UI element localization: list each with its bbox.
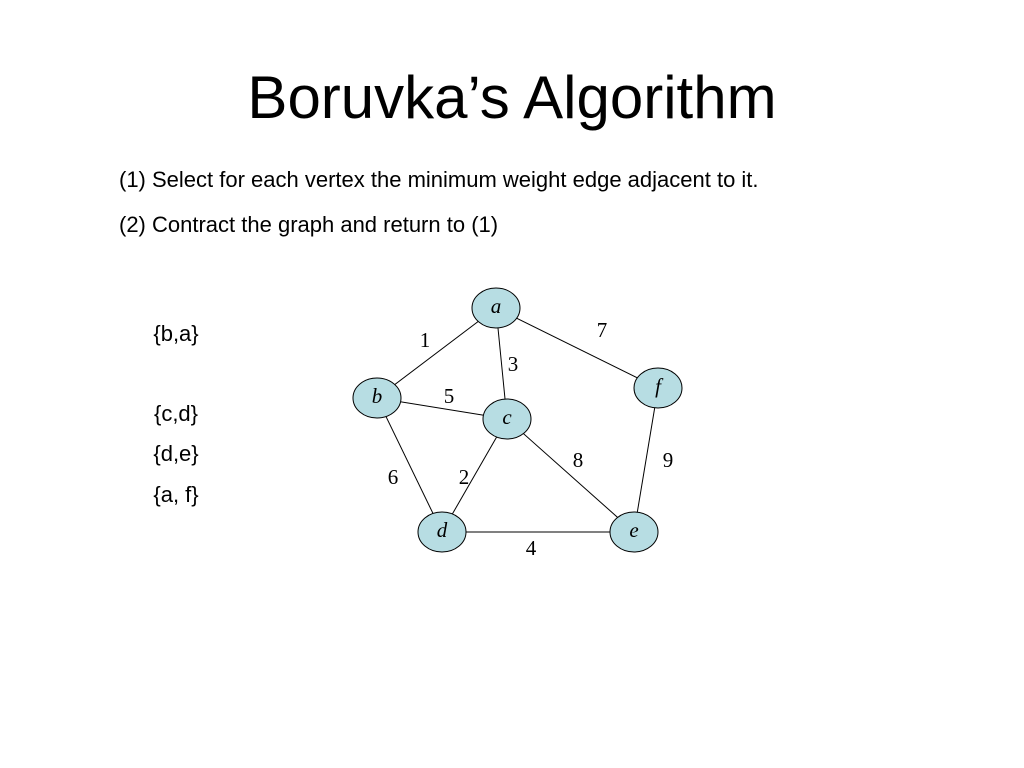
step-2-text: (2) Contract the graph and return to (1) — [119, 212, 499, 237]
node-label-d: d — [437, 518, 448, 542]
weights-layer: 1 7 3 5 6 2 8 9 4 — [388, 318, 674, 560]
node-label-b: b — [372, 384, 383, 408]
edge-c-d — [441, 418, 508, 533]
node-d: d — [417, 511, 467, 553]
edge-weight-a-f: 7 — [597, 318, 608, 342]
node-b: b — [352, 377, 402, 419]
slide-title: Boruvka’s Algorithm — [247, 64, 777, 131]
node-circle-a — [471, 287, 521, 329]
edge-weight-f-e: 9 — [663, 448, 674, 472]
node-e: e — [609, 511, 659, 553]
node-label-a: a — [491, 294, 502, 318]
edge-weight-c-d: 2 — [459, 465, 470, 489]
edge-weight-c-e: 8 — [573, 448, 584, 472]
edge-a-b — [376, 307, 497, 399]
node-a: a — [471, 287, 521, 329]
node-label-f: f — [655, 374, 664, 398]
chosen-edge-d-e: {d,e} — [153, 441, 199, 466]
edge-c-e — [506, 418, 635, 533]
node-circle-e — [609, 511, 659, 553]
chosen-edge-c-d: {c,d} — [153, 401, 199, 426]
edge-weight-b-c: 5 — [444, 384, 455, 408]
node-f: f — [633, 367, 683, 409]
nodes-layer: a b c d e f — [352, 287, 683, 553]
node-circle-d — [417, 511, 467, 553]
chosen-edge-a-f: {a, f} — [153, 482, 199, 507]
node-circle-f — [633, 367, 683, 409]
node-label-c: c — [502, 405, 512, 429]
step-1-text: (1) Select for each vertex the minimum w… — [119, 167, 759, 192]
edge-a-f — [495, 307, 659, 389]
node-label-e: e — [629, 518, 638, 542]
edge-f-e — [633, 387, 659, 533]
chosen-edge-b-a: {b,a} — [153, 321, 199, 346]
edge-weight-b-d: 6 — [388, 465, 399, 489]
edge-weight-a-c: 3 — [508, 352, 519, 376]
node-c: c — [482, 398, 532, 440]
edge-b-d — [376, 397, 443, 533]
node-circle-b — [352, 377, 402, 419]
edge-weight-d-e: 4 — [526, 536, 537, 560]
edge-weight-a-b: 1 — [420, 328, 431, 352]
node-circle-c — [482, 398, 532, 440]
